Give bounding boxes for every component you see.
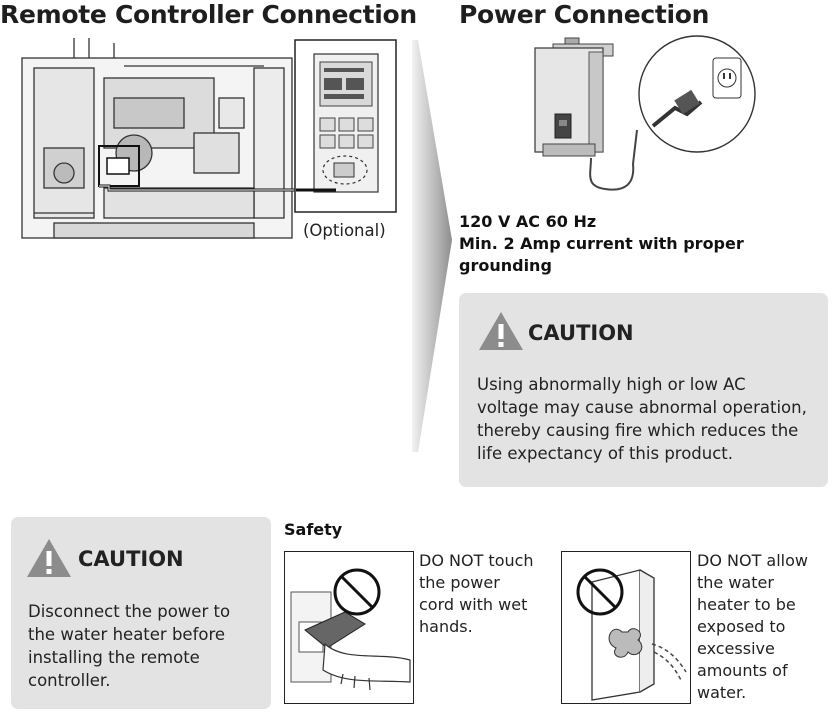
caution-box-disconnect: CAUTION Disconnect the power to the wate…	[11, 517, 271, 709]
safety-title: Safety	[284, 520, 343, 539]
caution-line: Using abnormally high or low AC	[477, 375, 746, 394]
safety-text-wet-hands: DO NOT touch the power cord with wet han…	[419, 550, 549, 638]
safety-line: amounts of	[697, 661, 788, 680]
caution-line: installing the remote	[28, 648, 200, 667]
power-plug-illustration	[534, 35, 756, 191]
safety-image-water	[561, 551, 691, 704]
safety-line: DO NOT touch	[419, 551, 534, 570]
power-spec-voltage: 120 V AC 60 Hz	[459, 212, 597, 231]
water-exposure-illustration	[576, 568, 687, 701]
safety-line: heater to be	[697, 595, 796, 614]
safety-line: water.	[697, 683, 747, 702]
safety-line: DO NOT allow	[697, 551, 808, 570]
warning-triangle-icon	[479, 312, 523, 350]
safety-image-wet-hands	[284, 551, 414, 704]
safety-line: cord with wet	[419, 595, 528, 614]
remote-connection-title: Remote Controller Connection	[0, 0, 417, 29]
wet-hands-illustration	[290, 568, 411, 691]
warning-triangle-icon	[27, 539, 71, 577]
power-spec-grounding: grounding	[459, 256, 552, 275]
safety-line: exposed to	[697, 617, 786, 636]
safety-line: the power	[419, 573, 500, 592]
caution-line: thereby causing fire which reduces the	[477, 421, 799, 440]
safety-line: hands.	[419, 617, 473, 636]
safety-line: excessive	[697, 639, 775, 658]
power-connection-title: Power Connection	[459, 0, 710, 29]
caution-line: Disconnect the power to	[28, 602, 231, 621]
optional-label: (Optional)	[303, 221, 386, 240]
caution-box-voltage: CAUTION Using abnormally high or low AC …	[459, 293, 828, 487]
caution-title: CAUTION	[528, 321, 634, 345]
prohibited-icon	[333, 568, 381, 616]
caution-line: controller.	[28, 671, 111, 690]
caution-line: voltage may cause abnormal operation,	[477, 398, 807, 417]
caution-line: life expectancy of this product.	[477, 444, 734, 463]
prohibited-icon	[576, 568, 624, 616]
caution-title: CAUTION	[78, 547, 184, 571]
caution-line: the water heater before	[28, 625, 226, 644]
caution-body: Disconnect the power to the water heater…	[28, 600, 268, 692]
power-spec-current: Min. 2 Amp current with proper	[459, 234, 744, 253]
remote-wiring-illustration	[21, 38, 397, 239]
safety-text-water: DO NOT allow the water heater to be expo…	[697, 550, 829, 704]
section-divider-arrow	[412, 40, 452, 452]
safety-line: the water	[697, 573, 774, 592]
caution-body: Using abnormally high or low AC voltage …	[477, 373, 822, 465]
